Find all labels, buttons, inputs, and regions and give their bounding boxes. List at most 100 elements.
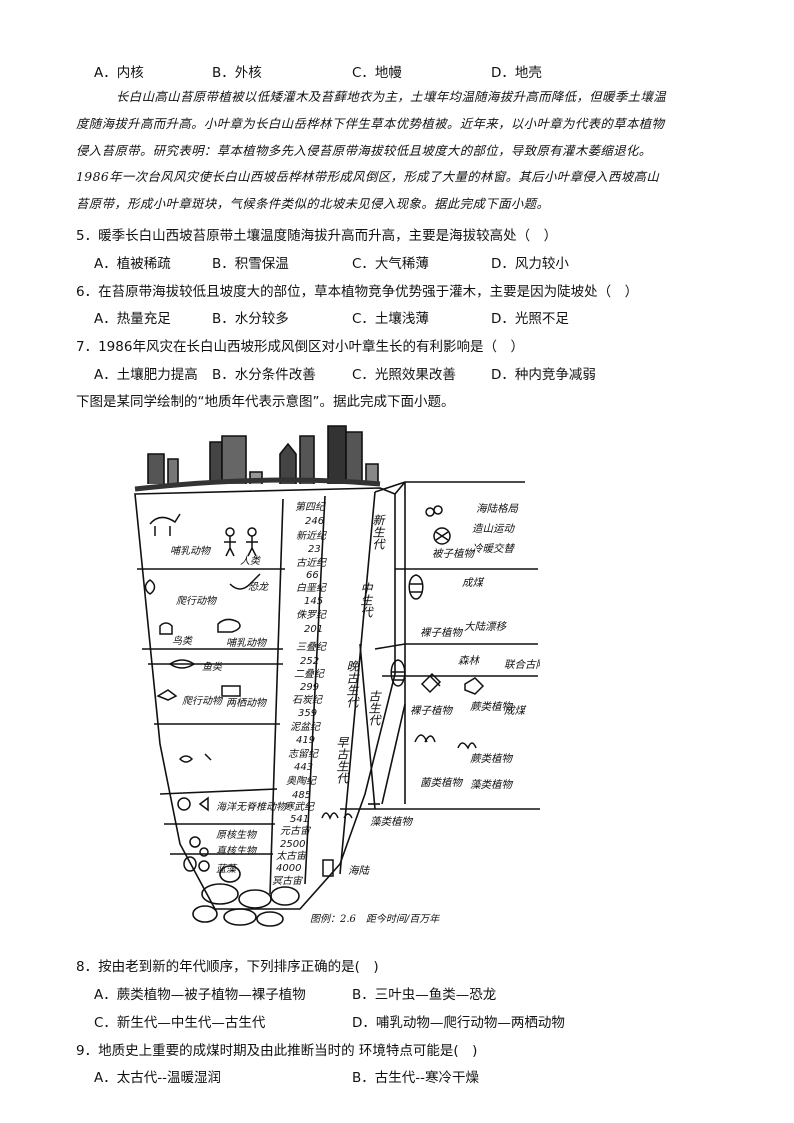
- period-label: 23: [308, 544, 321, 555]
- animal-label: 爬行动物: [182, 695, 224, 707]
- passage-line: 侵入苔原带。研究表明：草本植物多先入侵苔原带海拔较低且坡度大的部位，导致原有灌木…: [76, 142, 652, 158]
- q5-option-a: A．植被稀疏: [94, 256, 171, 272]
- period-label: 奥陶纪: [286, 775, 317, 787]
- animal-doodles: [144, 513, 261, 872]
- era-label: 中生代: [358, 582, 373, 618]
- q7-option-c: C．光照效果改善: [352, 367, 456, 383]
- period-label: 4000: [276, 863, 301, 874]
- animal-label: 人类: [240, 555, 261, 567]
- city-skyline: [134, 425, 381, 492]
- period-label: 白垩纪: [296, 582, 327, 594]
- event-label: 联合古陆: [504, 659, 540, 671]
- animal-label: 蓝藻: [216, 863, 238, 875]
- plant-label: 藻类植物: [370, 816, 413, 828]
- q6-option-c: C．土壤浅薄: [352, 311, 429, 327]
- passage-line: 长白山高山苔原带植被以低矮灌木及苔藓地衣为主，土壤年均温随海拔升高而降低，但暖季…: [116, 89, 666, 104]
- q8-option-b: B．三叶虫—鱼类—恐龙: [352, 987, 497, 1003]
- event-labels: 海陆格局 造山运动 冷暖交替 成煤 大陆漂移 森林 联合古陆 成煤: [458, 503, 540, 717]
- animal-label: 哺乳动物: [226, 637, 268, 649]
- period-label: 第四纪: [295, 501, 326, 513]
- animal-label: 鸟类: [172, 635, 193, 647]
- period-label: 145: [304, 596, 323, 607]
- animal-label: 两栖动物: [226, 697, 268, 709]
- animal-labels: 哺乳动物 人类 爬行动物 恐龙 鸟类 哺乳动物 鱼类 爬行动物 两栖动物 海洋无…: [170, 545, 288, 875]
- passage-line: 苔原带，形成小叶章斑块，气候条件类似的北坡未见侵入现象。据此完成下面小题。: [76, 195, 550, 211]
- period-label: 419: [296, 735, 315, 746]
- period-label: 二叠纪: [294, 668, 325, 680]
- animal-label: 海洋无脊椎动物: [216, 801, 288, 813]
- period-label: 冥古宙: [272, 875, 303, 887]
- q4-option-b: B．外核: [212, 65, 262, 81]
- q5-stem: 5．暖季长白山西坡苔原带土壤温度随海拔升高而升高，主要是海拔较高处（ ）: [76, 228, 558, 244]
- plant-label: 被子植物: [432, 548, 475, 560]
- event-label: 成煤: [462, 577, 484, 589]
- period-label: 太古宙: [276, 850, 307, 862]
- q9-option-a: A．太古代--温暖湿润: [94, 1070, 221, 1086]
- period-label: 201: [304, 624, 323, 635]
- geologic-time-figure: 第四纪 246 新近纪 23 古近纪 66 白垩纪 145 侏罗纪 201 三叠…: [134, 425, 540, 927]
- period-label: 新近纪: [296, 530, 327, 542]
- q6-stem: 6．在苔原带海拔较低且坡度大的部位，草本植物竞争优势强于灌木，主要是因为陡坡处（…: [76, 284, 639, 300]
- period-label: 石炭纪: [292, 694, 323, 706]
- plant-label: 藻类植物: [470, 779, 513, 791]
- q7-option-a: A．土壤肥力提高: [94, 367, 198, 383]
- passage-line: 1986年一次台风风灾使长白山西坡岳桦林带形成风倒区，形成了大量的林窗。其后小叶…: [76, 169, 660, 184]
- plant-label: 蕨类植物: [470, 753, 513, 765]
- animal-label: 鱼类: [202, 661, 223, 673]
- period-labels: 第四纪 246 新近纪 23 古近纪 66 白垩纪 145 侏罗纪 201 三叠…: [272, 501, 327, 887]
- period-label: 299: [300, 682, 319, 693]
- plant-label: 海陆: [348, 865, 370, 877]
- figure-legend: 图例：2.6 距今时间/百万年: [310, 913, 440, 925]
- q9-option-b: B．古生代--寒冷干燥: [352, 1070, 480, 1086]
- event-label: 造山运动: [472, 523, 515, 535]
- period-label: 泥盆纪: [290, 721, 321, 733]
- period-label: 古近纪: [296, 557, 327, 569]
- period-label: 359: [298, 708, 317, 719]
- reading-passage-cont: 度随海拔升高而升高。小叶章为长白山岳桦林下伴生草本优势植被。近年来，以小叶章为代…: [76, 111, 726, 217]
- q5-option-b: B．积雪保温: [212, 256, 289, 272]
- event-label: 冷暖交替: [472, 543, 515, 555]
- q6-option-a: A．热量充足: [94, 311, 171, 327]
- era-label: 古生代: [366, 690, 381, 726]
- plant-label: 菌类植物: [420, 777, 463, 789]
- era-label: 早古生代: [334, 736, 349, 784]
- period-label: 侏罗纪: [296, 609, 327, 621]
- era-label: 晚古生代: [344, 660, 359, 708]
- passage-line: 度随海拔升高而升高。小叶章为长白山岳桦林下伴生草本优势植被。近年来，以小叶章为代…: [76, 116, 665, 131]
- q5-option-c: C．大气稀薄: [352, 256, 429, 272]
- event-label: 海陆格局: [476, 503, 518, 515]
- q4-option-c: C．地幔: [352, 65, 402, 81]
- plant-label: 裸子植物: [420, 627, 463, 639]
- animal-label: 真核生物: [216, 845, 258, 857]
- period-label: 66: [306, 570, 319, 581]
- era-label: 新生代: [370, 514, 385, 550]
- animal-label: 爬行动物: [176, 595, 218, 607]
- plant-label: 蕨类植物: [470, 701, 513, 713]
- plant-doodles: [321, 505, 485, 877]
- q7-option-b: B．水分条件改善: [212, 367, 316, 383]
- figure-intro: 下图是某同学绘制的“地质年代表示意图”。据此完成下面小题。: [76, 394, 455, 410]
- q9-stem: 9．地质史上重要的成煤时期及由此推断当时的 环境特点可能是( ): [76, 1043, 478, 1059]
- q7-stem: 7．1986年风灾在长白山西坡形成风倒区对小叶章生长的有利影响是（ ）: [76, 339, 524, 355]
- q5-option-d: D．风力较小: [491, 256, 569, 272]
- plant-labels: 被子植物 裸子植物 蕨类植物 裸子植物 蕨类植物 菌类植物 藻类植物 藻类植物 …: [348, 548, 513, 877]
- q8-option-c: C．新生代—中生代—古生代: [94, 1015, 266, 1031]
- q7-option-d: D．种内竞争减弱: [491, 367, 596, 383]
- animal-label: 原核生物: [216, 829, 258, 841]
- period-label: 485: [292, 790, 311, 801]
- event-label: 森林: [458, 655, 480, 667]
- period-label: 2500: [280, 839, 305, 850]
- event-label: 大陆漂移: [464, 621, 507, 633]
- q6-option-b: B．水分较多: [212, 311, 289, 327]
- animal-label: 哺乳动物: [170, 545, 212, 557]
- period-label: 541: [290, 814, 309, 825]
- period-label: 443: [294, 762, 313, 773]
- period-label: 志留纪: [288, 748, 319, 760]
- reading-passage: 长白山高山苔原带植被以低矮灌木及苔藓地衣为主，土壤年均温随海拔升高而降低，但暖季…: [116, 84, 726, 111]
- period-label: 寒武纪: [284, 801, 315, 813]
- period-label: 三叠纪: [296, 641, 327, 653]
- event-label: 成煤: [504, 705, 526, 717]
- animal-label: 恐龙: [248, 581, 269, 593]
- q4-option-d: D．地壳: [491, 65, 542, 81]
- period-label: 246: [305, 516, 324, 527]
